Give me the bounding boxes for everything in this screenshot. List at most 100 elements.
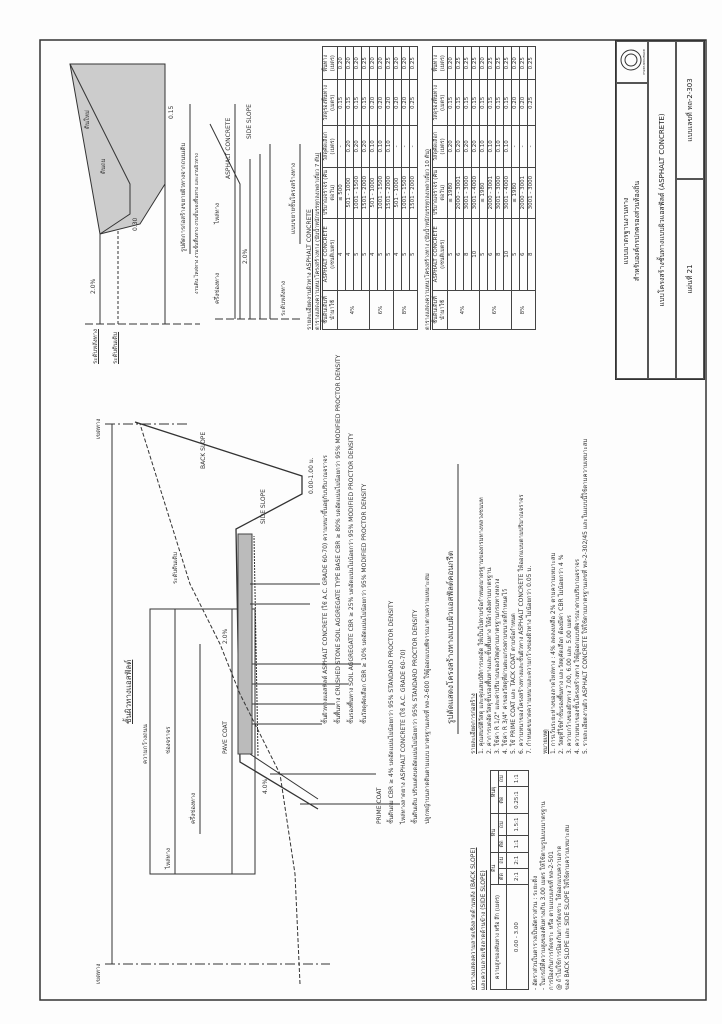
remark-line: 1. การเว้นระยะห่างของลาดไหล่ทาง : 4% ลดล… — [550, 552, 557, 754]
slope-header-rock: หิน — [490, 813, 499, 853]
table-cell: 5 — [479, 218, 488, 291]
table-cell: 0.20 — [393, 46, 402, 80]
table-cell: 0.15 — [455, 79, 464, 126]
org-cell: แบบมาตรฐานงานทาง สำหรับองค์กรปกครองส่วนท… — [616, 83, 648, 379]
table-cell: 0.20 — [511, 79, 520, 126]
table-cell: 0.20 — [361, 125, 370, 168]
slope-header-height: ความสูงของคันทาง หรือ ลึก (เมตร) — [490, 884, 507, 990]
table-cell: 5 — [447, 218, 456, 291]
table-cell: 0.25 — [527, 79, 536, 126]
pave-coat-label: PAVE COAT — [222, 721, 229, 754]
table-cell: 0.10 — [503, 125, 512, 168]
widening-label-1: ระดับหลังทาง — [92, 329, 99, 364]
table-cell: 10 — [471, 218, 480, 291]
slope-table-title: ตารางแสดงความลาดเชิงลาดด้านหลัง (BACK SL… — [470, 847, 477, 990]
sub-header: ถม — [498, 813, 507, 836]
table-cell: 0.15 — [495, 79, 504, 126]
shoulder-slope-label: 4.0% — [262, 778, 269, 794]
seal-caption: กรมทางหลวงชนบท — [642, 49, 646, 75]
table-cell: 10 — [503, 218, 512, 291]
remark-line: 4. ความหนาของชั้นโครงสร้างทาง ให้ผู้ออกแ… — [574, 558, 581, 754]
table-cell: - — [511, 125, 520, 168]
table-cell: 6 — [519, 218, 528, 291]
note-line: 7. กำหนดขนาดความหนาและความกว้างของผิวทาง… — [526, 565, 533, 754]
column-header: วัสดุคัดเลือก (เมตร) — [322, 125, 338, 168]
table-header-row: ชั้นดินเดิมที่นำมาใช้ASPHALT CONCRETE (เ… — [432, 46, 448, 330]
sheet-frame — [39, 39, 707, 1001]
table-cell: 0.25 — [409, 46, 418, 80]
layer-note: ชั้นดินถม CBR ≥ 4% บดอัดแน่นไม่น้อยกว่า … — [388, 600, 395, 824]
ditch-depth-label: 0.00-1.00 ม. — [308, 457, 315, 494]
table-cell: 3001 - 4000 — [471, 167, 480, 219]
layer-callouts-lower: PRIME COAT ชั้นดินถม CBR ≥ 4% บดอัดแน่นไ… — [376, 573, 432, 824]
slope-note: - อัตราส่วนในตารางเป็นอัตราส่วน : ระยะดิ… — [532, 875, 539, 990]
column-header: วัสดุรองพื้นทาง (เมตร) — [432, 79, 448, 126]
note-line: 2. ค่าการบดอัดวัสดุชั้นรองพื้นทางและชั้น… — [486, 567, 493, 754]
lane-label: ช่องจราจร — [165, 726, 172, 754]
note-line: 1. คุณสมบัติวัสดุ และคุณสมบัติการบดอัด ใ… — [478, 497, 485, 754]
table-cell: 0.20 — [369, 46, 378, 80]
table-cell: 1501 - 2000 — [361, 167, 370, 219]
table-cell: 0.15 — [361, 79, 370, 126]
table-cell: 0.15 — [479, 79, 488, 126]
table-header-row: ชั้นดินเดิมที่นำมาใช้ASPHALT CONCRETE (เ… — [322, 46, 338, 330]
table1-title: รายละเอียดงานผิวทาง ASPHALT CONCRETE — [306, 209, 313, 330]
table-cell: 0.25 — [519, 46, 528, 80]
table-cell: 0.25 — [495, 46, 504, 80]
slope-cell: 1:1 — [506, 770, 529, 787]
slope-cell: 0.25:1 — [506, 786, 529, 814]
original-ground-label: ระดับดินเดิม — [172, 551, 179, 584]
table-cell: 5 — [385, 218, 394, 291]
org-line-2: สำหรับองค์กรปกครองส่วนท้องถิ่น — [633, 180, 641, 282]
table2: ชั้นดินเดิมที่นำมาใช้ASPHALT CONCRETE (เ… — [432, 46, 536, 330]
table-cell: 1001 - 1500 — [377, 167, 386, 219]
crossfall-label: 2.0% — [222, 628, 229, 644]
table-cell: ≤ 1980 — [511, 167, 520, 219]
column-header: ชั้นดินเดิมที่นำมาใช้ — [322, 290, 338, 330]
table-cell: 1001 - 1500 — [401, 167, 410, 219]
slope-note: @ ถ้าไม่ใช้การป้องกันการกัดเซาะ ให้ออกแบ… — [556, 845, 563, 990]
table-cell: ≤ 1980 — [447, 167, 456, 219]
table-cell: 0.15 — [463, 79, 472, 126]
table-cell: 8 — [527, 218, 536, 291]
table-cell: 4 — [369, 218, 378, 291]
typical-section — [209, 104, 301, 320]
column-header: ปริมาณจราจร (คันต่อวัน) — [432, 167, 448, 219]
table-cell: 0.25 — [527, 46, 536, 80]
column-header: วัสดุรองพื้นทาง (เมตร) — [322, 79, 338, 126]
table-cell: 2000 - 3001 — [519, 167, 528, 219]
table-cell: 0.20 — [353, 125, 362, 168]
table-cell: 2000 - 3001 — [487, 167, 496, 219]
drawing-title: แบบโครงสร้างชั้นทางแบบผิวแอสฟัลต์ (ASPHA… — [648, 41, 676, 379]
table-cell: 6 — [487, 218, 496, 291]
typical-half-width: ครึ่งช่องทาง — [214, 272, 221, 304]
table-cell: 3001 - 3000 — [463, 167, 472, 219]
org-line-1: แบบมาตรฐานงานทาง — [622, 197, 630, 265]
table-cell: 2000 - 3001 — [455, 167, 464, 219]
table-cell: 5 — [409, 218, 418, 291]
table-cell: - — [401, 125, 410, 168]
table-cell: - — [527, 125, 536, 168]
slope-note: ของ BACK SLOPE และ SIDE SLOPE ให้ใช้ตามค… — [564, 824, 571, 990]
table-cell: 5 — [361, 218, 370, 291]
table-cell: 0.25 — [455, 46, 464, 80]
sub-header: ตัด — [498, 835, 507, 853]
cbr-cell: 8% — [393, 290, 418, 330]
slope-notes: - อัตราส่วนในตารางเป็นอัตราส่วน : ระยะดิ… — [532, 770, 572, 990]
row-label-right: เขตทาง — [95, 418, 102, 439]
label-new-soil: ดินใหม่ — [84, 110, 91, 129]
shoulder-label: ไหล่ทาง — [165, 848, 172, 869]
table-cell: 0.10 — [495, 125, 504, 168]
table-cell: 0.20 — [401, 79, 410, 126]
column-header: ASPHALT CONCRETE (เซนติเมตร) — [432, 218, 448, 291]
table-cell: - — [519, 125, 528, 168]
layer-note: PRIME COAT — [376, 787, 383, 824]
table-cell: 0.20 — [345, 46, 354, 80]
table-cell: 0.20 — [345, 125, 354, 168]
note-line: 3. ใช้ค่า R 1/2" และค่าปริมาณของวัสดุตาม… — [494, 578, 501, 754]
